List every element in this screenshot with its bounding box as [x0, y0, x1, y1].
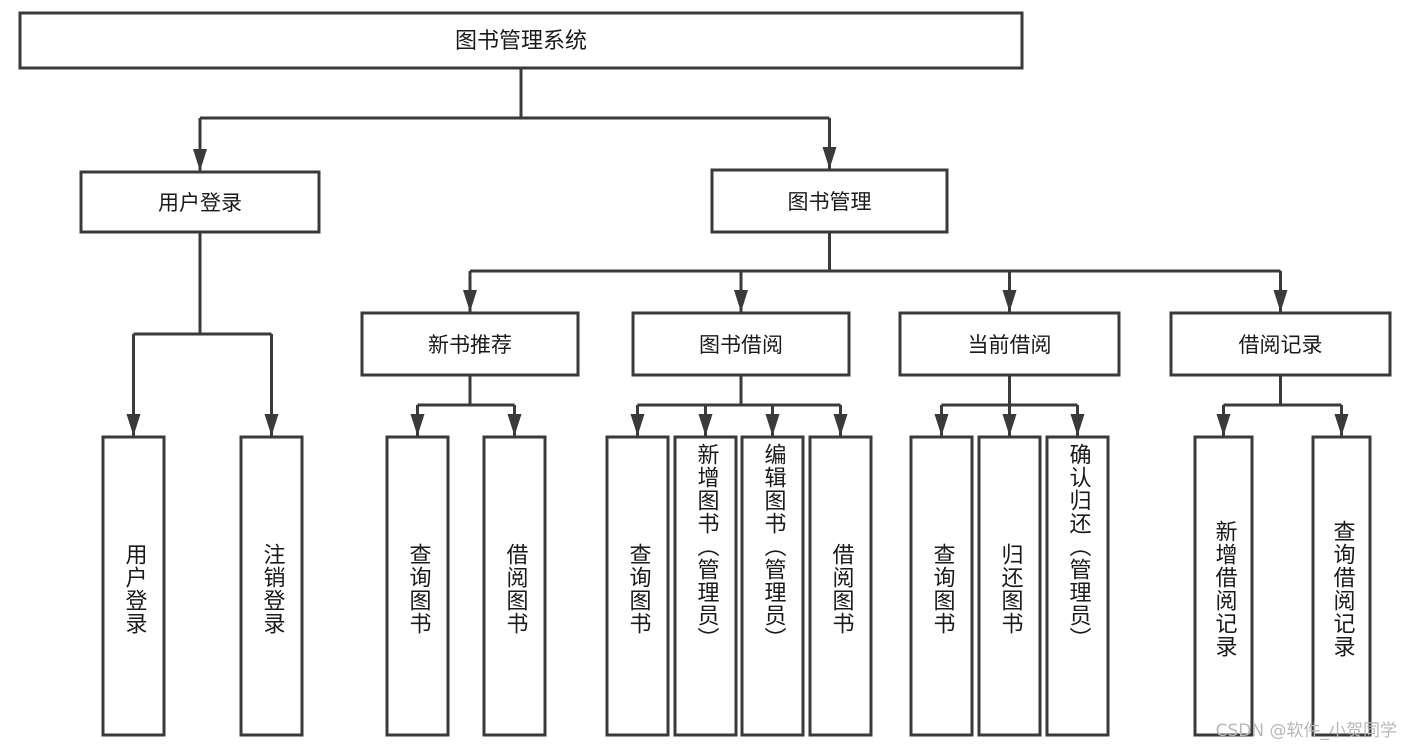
node-new-book-rec: 新书推荐 — [360, 311, 580, 377]
box-user-login[interactable] — [79, 170, 321, 234]
box-borrow-record[interactable] — [1169, 311, 1392, 377]
label-book-borrow: 图书借阅 — [699, 333, 783, 357]
arrow-to-book-manage — [822, 147, 837, 169]
label-book-manage: 图书管理 — [788, 190, 872, 214]
arrow-to-borrow-record — [1273, 290, 1288, 312]
arrow-to-leaf-query-book-2 — [630, 414, 645, 436]
box-book-manage[interactable] — [710, 168, 949, 234]
arrow-to-leaf-borrow-book-1 — [507, 414, 522, 436]
box-leaf-return-book[interactable] — [977, 435, 1042, 737]
node-book-borrow: 图书借阅 — [631, 311, 851, 377]
arrow-to-leaf-borrow-book-2 — [833, 414, 848, 436]
arrow-to-leaf-edit-book — [765, 414, 780, 436]
label-root: 图书管理系统 — [455, 29, 587, 54]
arrow-to-current-borrow — [1002, 290, 1017, 312]
node-user-login: 用户登录 — [79, 170, 321, 234]
box-leaf-borrow-book-2[interactable] — [808, 435, 873, 737]
box-leaf-add-book[interactable] — [673, 435, 738, 737]
node-borrow-record: 借阅记录 — [1169, 311, 1392, 377]
box-leaf-user-login[interactable] — [101, 435, 166, 737]
label-new-book-rec: 新书推荐 — [428, 333, 512, 357]
box-leaf-query-book-3[interactable] — [909, 435, 974, 737]
box-new-book-rec[interactable] — [360, 311, 580, 377]
arrow-to-leaf-add-record — [1216, 414, 1231, 436]
connectors — [126, 68, 1349, 436]
box-current-borrow[interactable] — [898, 311, 1121, 377]
box-leaf-query-book-1[interactable] — [385, 435, 450, 737]
arrow-to-leaf-confirm-return — [1070, 414, 1085, 436]
label-current-borrow: 当前借阅 — [968, 333, 1052, 357]
box-leaf-edit-book[interactable] — [740, 435, 805, 737]
label-user-login: 用户登录 — [158, 191, 242, 215]
arrow-to-leaf-query-record — [1334, 414, 1349, 436]
arrow-to-leaf-user-login — [126, 414, 141, 436]
box-leaf-borrow-book-1[interactable] — [482, 435, 547, 737]
box-leaf-logout[interactable] — [239, 435, 304, 737]
box-leaf-query-record[interactable] — [1311, 435, 1372, 737]
box-leaf-add-record[interactable] — [1193, 435, 1254, 737]
arrow-to-leaf-query-book-3 — [934, 414, 949, 436]
arrow-to-book-borrow — [734, 290, 748, 312]
box-root[interactable] — [18, 11, 1024, 70]
node-root: 图书管理系统 — [18, 11, 1024, 70]
label-borrow-record: 借阅记录 — [1239, 333, 1323, 357]
arrow-to-leaf-logout — [264, 414, 279, 436]
node-current-borrow: 当前借阅 — [898, 311, 1121, 377]
arrow-to-user-login — [193, 149, 207, 171]
arrow-to-leaf-query-book-1 — [410, 414, 425, 436]
arrow-to-leaf-add-book — [698, 414, 713, 436]
arrow-to-new-book-rec — [463, 290, 477, 312]
box-leaf-query-book-2[interactable] — [605, 435, 670, 737]
watermark: CSDN @软件_小贺同学 — [1215, 721, 1397, 741]
arrow-to-leaf-return-book — [1002, 414, 1017, 436]
box-book-borrow[interactable] — [631, 311, 851, 377]
box-leaf-confirm-return[interactable] — [1045, 435, 1110, 737]
node-book-manage: 图书管理 — [710, 168, 949, 234]
